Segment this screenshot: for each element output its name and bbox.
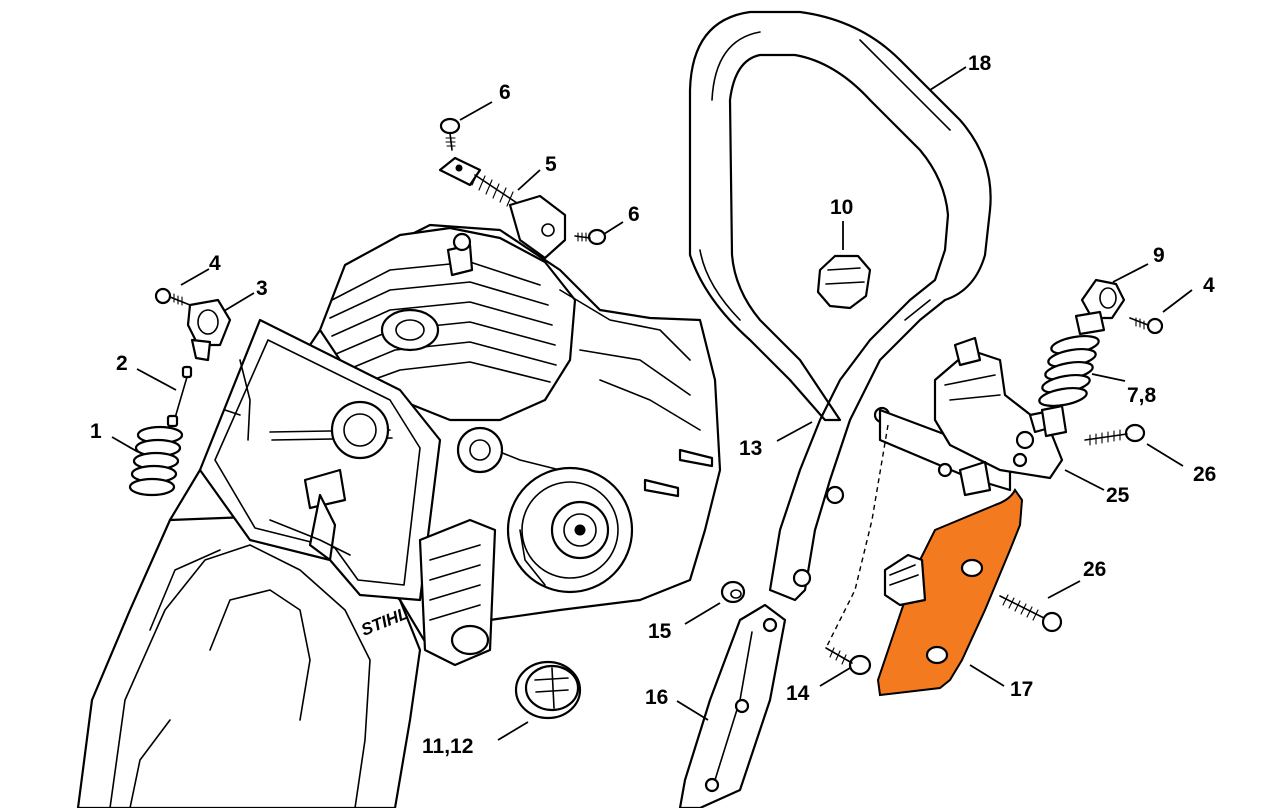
alignment-dashed-line: [825, 424, 889, 649]
powerhead-housing: STIHL: [76, 223, 722, 808]
part-16-guide-plate: [678, 603, 787, 808]
callout-5: 5: [545, 153, 557, 176]
callout-16: 16: [645, 686, 668, 709]
callout-2: 2: [116, 352, 128, 375]
part-2-pin: [166, 365, 193, 428]
part-10-buffer: [816, 254, 872, 310]
callout-6a: 6: [499, 81, 511, 104]
part-3-buffer: [186, 298, 232, 362]
callout-labels: 1 2 3 4 4 5 6 6 7,8 9 10 11,12 13 14 15 …: [90, 52, 1216, 758]
part-5-spring-element: [438, 156, 567, 260]
callout-15: 15: [648, 620, 672, 643]
part-17-highlighted-plate: [876, 488, 1024, 697]
part-6a-screw: [439, 117, 461, 151]
callout-25: 25: [1106, 484, 1130, 507]
callout-9: 9: [1153, 244, 1165, 267]
part-6b-screw: [574, 228, 607, 246]
part-9-buffer: [1074, 278, 1126, 336]
callout-13: 13: [739, 437, 762, 460]
part-78-spring: [1038, 334, 1100, 438]
callout-7-8: 7,8: [1127, 384, 1157, 407]
callout-4b: 4: [1203, 274, 1215, 297]
part-14-screw: [825, 647, 872, 676]
callout-26b: 26: [1083, 558, 1106, 581]
part-1-spring: [128, 425, 184, 497]
callout-1: 1: [90, 420, 102, 443]
part-26b-screw: [999, 594, 1063, 633]
callout-14: 14: [786, 682, 810, 705]
callout-11-12: 11,12: [422, 735, 473, 758]
callout-3: 3: [256, 277, 268, 300]
callout-18: 18: [968, 52, 992, 75]
part-25-bracket: [878, 336, 1064, 497]
callout-4a: 4: [209, 252, 221, 275]
part-4b-screw: [1129, 317, 1164, 335]
callout-6b: 6: [628, 203, 640, 226]
part-1112-plug: [514, 660, 582, 720]
part-26a-screw: [1084, 423, 1146, 446]
part-4a-screw: [154, 287, 191, 306]
callout-10: 10: [830, 196, 853, 219]
callout-17: 17: [1010, 678, 1033, 701]
callout-26a: 26: [1193, 463, 1216, 486]
highlighted-part-fill: [876, 488, 1024, 697]
leader-lines: [111, 66, 1193, 741]
part-15-sleeve: [720, 580, 746, 604]
